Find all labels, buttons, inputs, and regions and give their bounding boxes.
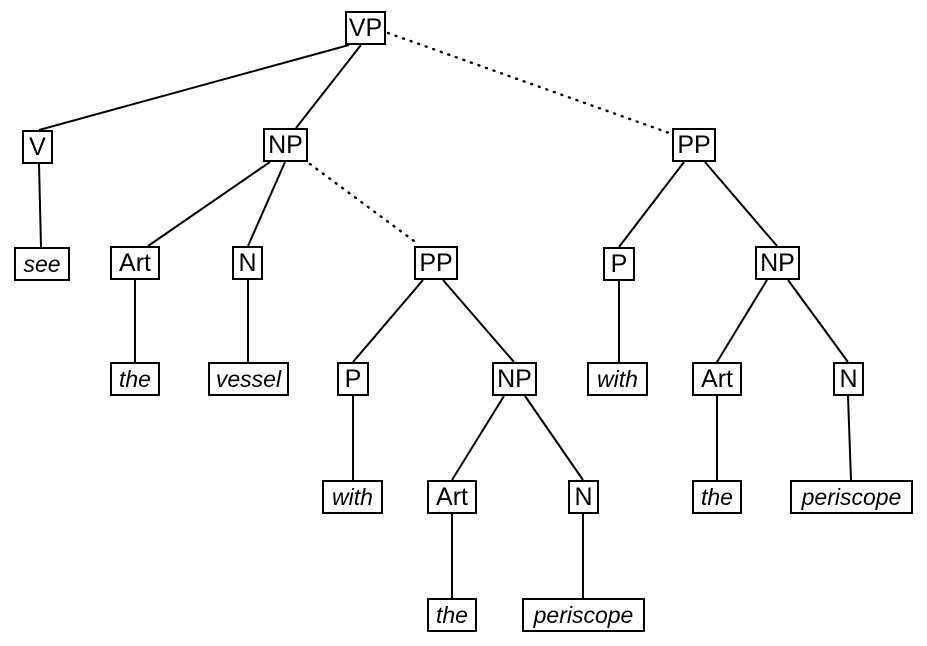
tree-edge-pp_right-to-p_right bbox=[618, 161, 685, 248]
tree-edge-vp-to-pp_right bbox=[386, 31, 674, 136]
tree-node-art_mid: Art bbox=[427, 480, 477, 514]
tree-node-the_right: the bbox=[692, 480, 742, 514]
tree-node-art1: Art bbox=[110, 246, 160, 280]
tree-edge-vp-to-v bbox=[38, 44, 350, 131]
tree-node-see: see bbox=[14, 247, 70, 281]
tree-node-vessel: vessel bbox=[208, 362, 289, 396]
tree-edge-n_right-to-periscope_rt bbox=[847, 395, 852, 481]
tree-node-pp_mid: PP bbox=[414, 246, 458, 280]
tree-node-n_mid: N bbox=[568, 480, 599, 514]
tree-node-p_right: P bbox=[603, 247, 635, 281]
tree-edge-pp_right-to-np_right bbox=[704, 161, 778, 247]
tree-node-np_mid: NP bbox=[492, 362, 537, 396]
tree-node-with_right: with bbox=[587, 362, 648, 396]
tree-node-p_mid: P bbox=[337, 362, 369, 396]
tree-node-vp: VP bbox=[345, 11, 386, 45]
tree-edge-np1-to-pp_mid bbox=[308, 162, 416, 243]
tree-node-periscope_rt: periscope bbox=[790, 480, 913, 514]
tree-node-art_right: Art bbox=[692, 362, 742, 396]
tree-node-periscope_mid: periscope bbox=[522, 598, 645, 632]
tree-edge-np1-to-n1 bbox=[247, 161, 286, 247]
tree-node-the_mid: the bbox=[427, 598, 477, 632]
tree-node-n1: N bbox=[232, 246, 263, 280]
tree-node-np1: NP bbox=[263, 128, 308, 162]
tree-node-np_right: NP bbox=[755, 246, 800, 280]
tree-edge-v-to-see bbox=[38, 163, 42, 248]
tree-node-the1: the bbox=[110, 362, 160, 396]
tree-node-pp_right: PP bbox=[672, 128, 716, 162]
tree-edge-pp_mid-to-np_mid bbox=[442, 279, 515, 363]
tree-edge-pp_mid-to-p_mid bbox=[352, 279, 424, 363]
tree-node-n_right: N bbox=[833, 362, 864, 396]
tree-node-v: V bbox=[22, 130, 53, 164]
tree-edge-np_mid-to-n_mid bbox=[524, 395, 584, 481]
tree-edge-np1-to-art1 bbox=[147, 161, 271, 247]
tree-edge-np_right-to-n_right bbox=[787, 279, 849, 363]
tree-edge-vp-to-np1 bbox=[295, 44, 362, 129]
tree-edge-np_right-to-art_right bbox=[716, 279, 768, 363]
tree-node-with_mid: with bbox=[322, 480, 383, 514]
tree-edge-np_mid-to-art_mid bbox=[451, 395, 505, 481]
